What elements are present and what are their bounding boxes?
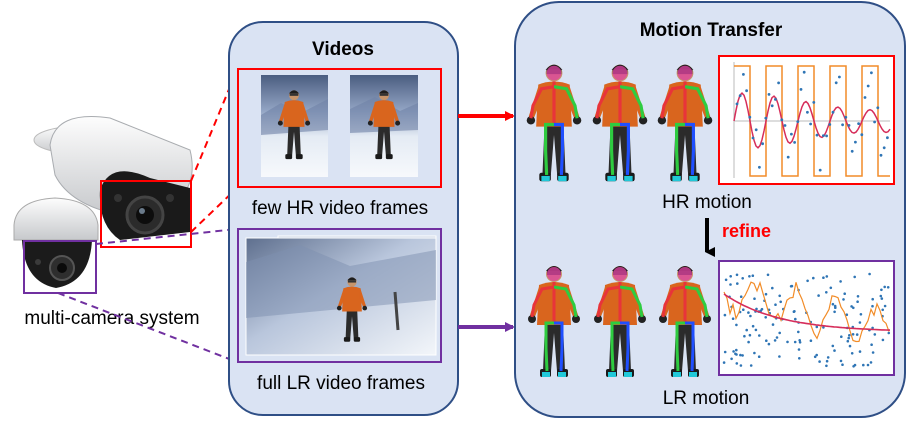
lr-frames-caption: full LR video frames — [257, 373, 425, 394]
camera-caption: multi-camera system — [24, 308, 199, 329]
hr-chart-box — [718, 55, 895, 185]
skier-icon — [528, 266, 580, 377]
refine-label: refine — [722, 221, 771, 241]
lr-frame-stack — [245, 235, 437, 356]
hr-motion-label: HR motion — [662, 192, 752, 213]
hr-frames-caption: few HR video frames — [252, 198, 428, 219]
skier-icon — [367, 90, 401, 160]
hr-frames-box — [237, 68, 442, 188]
lr-connector-bottom — [57, 292, 238, 363]
lr-chart-plot — [722, 272, 891, 368]
multi-camera-system: multi-camera system — [13, 116, 200, 329]
lr-motion-label: LR motion — [663, 388, 750, 409]
hr-motion-skeletons — [526, 64, 713, 182]
lr-motion-skeletons — [528, 266, 711, 377]
lr-frames-box — [237, 228, 442, 363]
motion-transfer-panel: Motion Transfer HR motion refine LR moti… — [514, 1, 906, 418]
hr-chart-plot — [733, 62, 891, 178]
dome-camera-icon — [13, 197, 99, 288]
hr-frame-skiers — [277, 90, 401, 160]
hr-camera-highlight — [100, 180, 192, 248]
skier-icon — [277, 90, 311, 160]
motion-title: Motion Transfer — [640, 20, 783, 41]
skier-icon — [657, 64, 713, 182]
lr-chart — [718, 260, 895, 376]
skier-icon — [526, 64, 582, 182]
videos-panel: Videos few HR video frames full LR video… — [228, 21, 459, 416]
hr-chart — [718, 55, 895, 185]
skier-icon — [659, 266, 711, 377]
bullet-camera-icon — [33, 116, 193, 240]
lr-frame-skier — [336, 277, 368, 342]
skier-icon — [594, 266, 646, 377]
skier-icon — [336, 277, 368, 342]
videos-title: Videos — [312, 39, 374, 60]
skier-icon — [592, 64, 648, 182]
lr-chart-box — [718, 260, 895, 376]
